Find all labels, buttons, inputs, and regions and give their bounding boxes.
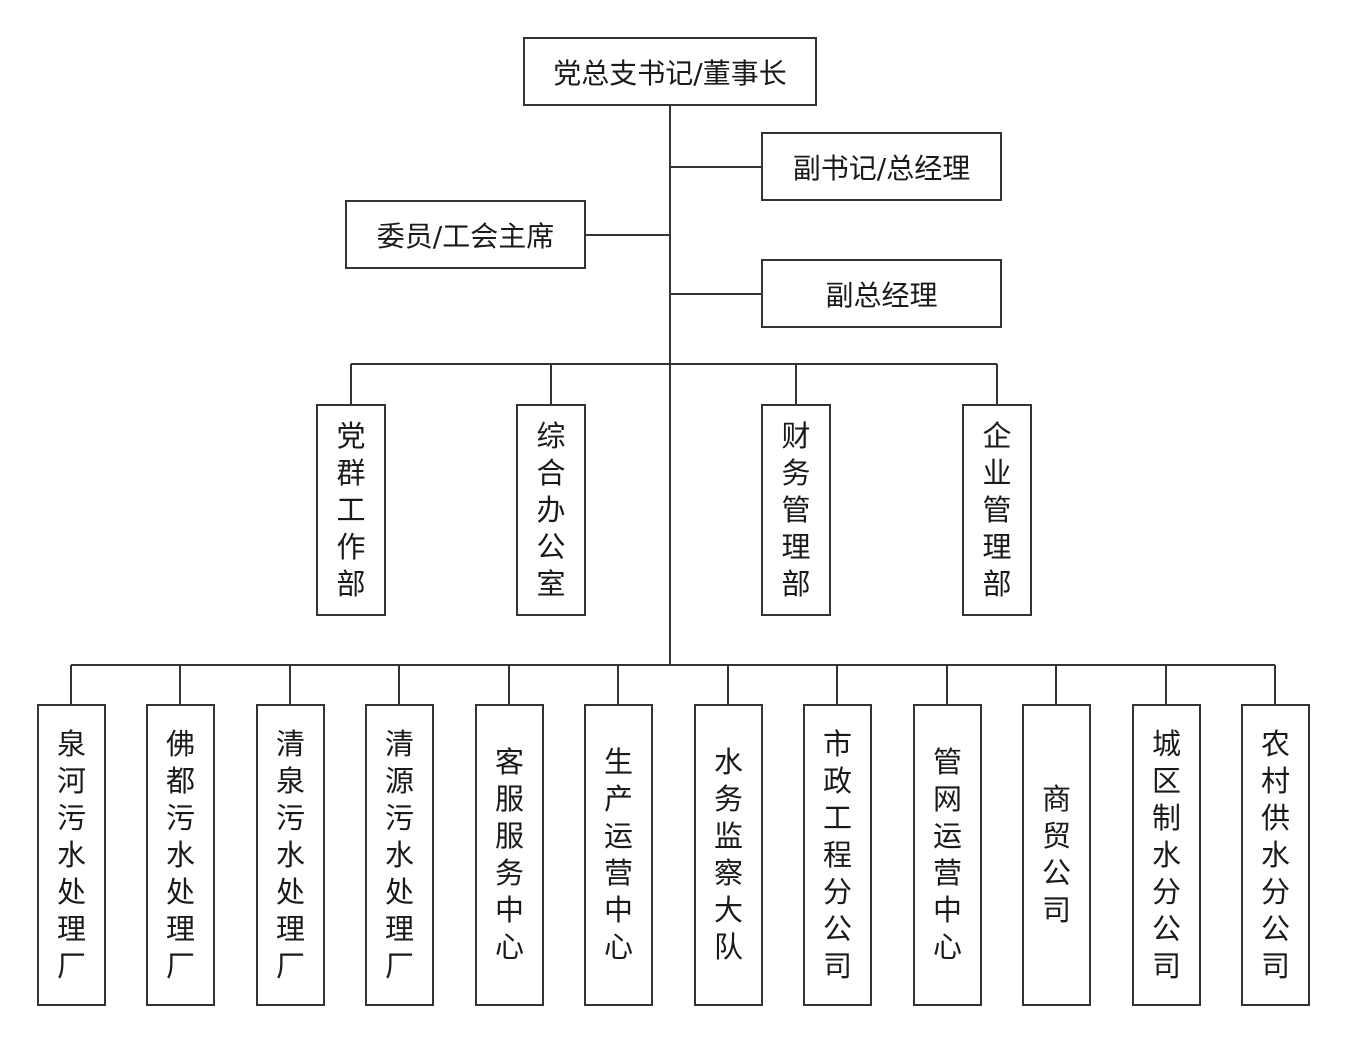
unit-label: 清源污水处理厂: [384, 726, 414, 983]
department-box: 党群工作部: [316, 404, 386, 616]
department-box: 企业管理部: [962, 404, 1032, 616]
unit-label: 泉河污水处理厂: [56, 726, 86, 983]
unit-label: 农村供水分公司: [1260, 726, 1290, 983]
unit-box: 客服服务中心: [475, 704, 544, 1006]
unit-label: 佛都污水处理厂: [165, 726, 195, 983]
chairman-box: 党总支书记/董事长: [523, 37, 817, 106]
unit-box: 清泉污水处理厂: [256, 704, 325, 1006]
union-chair-label: 委员/工会主席: [376, 219, 555, 253]
department-label: 综合办公室: [536, 418, 566, 601]
department-label: 财务管理部: [781, 418, 811, 601]
department-label: 企业管理部: [982, 418, 1012, 601]
general-manager-box: 副书记/总经理: [761, 132, 1002, 201]
unit-label: 客服服务中心: [494, 745, 524, 964]
general-manager-label: 副书记/总经理: [792, 151, 971, 185]
unit-label: 商贸公司: [1041, 782, 1071, 927]
unit-box: 城区制水分公司: [1132, 704, 1201, 1006]
unit-label: 生产运营中心: [603, 745, 633, 964]
unit-box: 泉河污水处理厂: [37, 704, 106, 1006]
unit-label: 水务监察大队: [713, 745, 743, 964]
unit-box: 生产运营中心: [584, 704, 653, 1006]
unit-box: 佛都污水处理厂: [146, 704, 215, 1006]
unit-box: 水务监察大队: [694, 704, 763, 1006]
unit-box: 农村供水分公司: [1241, 704, 1310, 1006]
unit-label: 管网运营中心: [932, 745, 962, 964]
unit-box: 商贸公司: [1022, 704, 1091, 1006]
department-box: 综合办公室: [516, 404, 586, 616]
unit-label: 清泉污水处理厂: [275, 726, 305, 983]
unit-label: 市政工程分公司: [822, 726, 852, 983]
unit-label: 城区制水分公司: [1151, 726, 1181, 983]
department-box: 财务管理部: [761, 404, 831, 616]
department-label: 党群工作部: [336, 418, 366, 601]
deputy-general-manager-box: 副总经理: [761, 259, 1002, 328]
union-chair-box: 委员/工会主席: [345, 200, 586, 269]
unit-box: 清源污水处理厂: [365, 704, 434, 1006]
chairman-label: 党总支书记/董事长: [553, 56, 787, 90]
deputy-general-manager-label: 副总经理: [825, 278, 938, 312]
unit-box: 管网运营中心: [913, 704, 982, 1006]
unit-box: 市政工程分公司: [803, 704, 872, 1006]
